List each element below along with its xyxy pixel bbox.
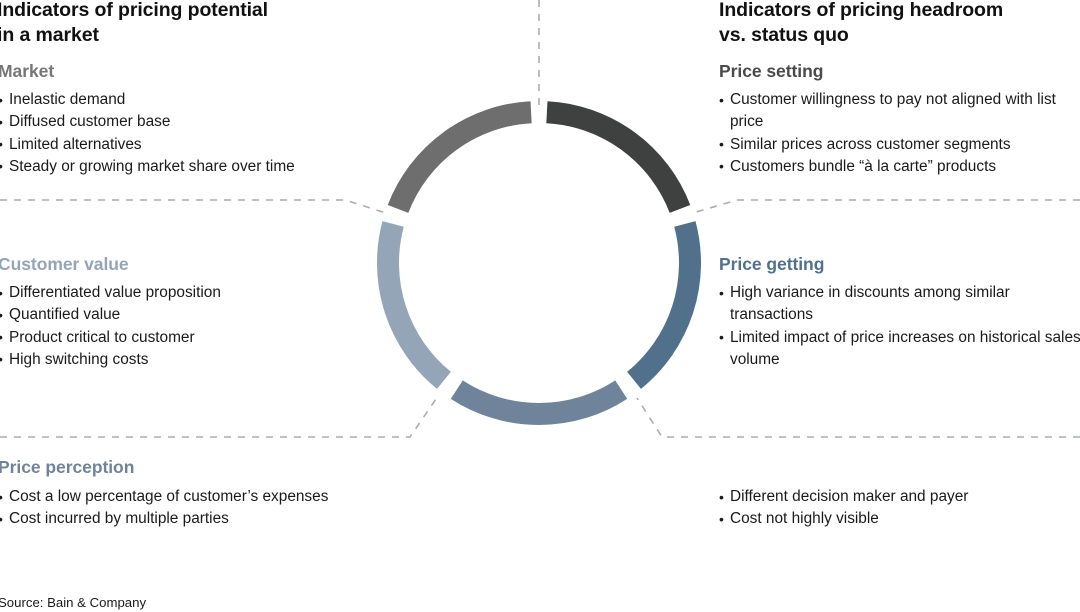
section-price-getting: Price getting High variance in discounts… (719, 253, 1080, 371)
bullet-list-customer-value: Differentiated value propositionQuantifi… (0, 281, 418, 371)
page-title-left-line1: Indicators of pricing potential (0, 0, 268, 21)
donut-segment-price-perception (450, 380, 628, 425)
page-title-left: Indicators of pricing potential in a mar… (0, 0, 427, 48)
list-item: Limited impact of price increases on his… (719, 326, 1080, 372)
section-market: Market Inelastic demandDiffused customer… (0, 60, 418, 178)
section-heading-market: Market (0, 61, 55, 81)
list-item: Similar prices across customer segments (719, 133, 1080, 156)
donut-ring (377, 101, 701, 425)
list-item: Steady or growing market share over time (0, 155, 418, 178)
divider-lower-right (636, 397, 1080, 438)
bullet-list-price-getting: High variance in discounts among similar… (719, 282, 1080, 371)
list-item: Limited alternatives (0, 133, 418, 156)
page-title-right-line1: Indicators of pricing headroom (719, 0, 1004, 21)
section-customer-value: Customer value Differentiated value prop… (0, 253, 418, 371)
section-price-setting: Price setting Customer willingness to pa… (719, 60, 1080, 178)
bullet-list-price-setting: Customer willingness to pay not aligned … (719, 89, 1080, 178)
bullet-list-price-perception: Cost a low percentage of customer’s expe… (0, 485, 468, 531)
divider-upper-left (0, 199, 387, 214)
page-title-right: Indicators of pricing headroom vs. statu… (719, 0, 1079, 48)
list-item: Cost a low percentage of customer’s expe… (0, 485, 468, 508)
donut-segment-price-getting (626, 221, 701, 389)
list-item: Different decision maker and payer (719, 485, 1080, 508)
section-heading-price-setting: Price setting (719, 61, 824, 81)
list-item: Customer willingness to pay not aligned … (719, 89, 1080, 134)
list-item: Cost not highly visible (719, 508, 1080, 531)
list-item: Customers bundle “à la carte” products (719, 155, 1080, 178)
page-title-left-line2: in a market (0, 24, 99, 46)
list-item: High switching costs (0, 348, 418, 371)
list-item: Cost incurred by multiple parties (0, 508, 468, 531)
donut-segment-price-setting (546, 101, 691, 214)
section-price-perception: Price perception Cost a low percentage o… (0, 456, 468, 531)
list-item: Quantified value (0, 304, 418, 327)
bullet-list-price-perception-right: Different decision maker and payerCost n… (719, 485, 1080, 531)
section-heading-price-getting: Price getting (719, 254, 825, 274)
divider-upper-right (692, 199, 1080, 214)
section-heading-price-perception: Price perception (0, 457, 135, 477)
list-item: Differentiated value proposition (0, 281, 418, 304)
section-heading-customer-value: Customer value (0, 254, 129, 274)
source-note: Source: Bain & Company (0, 595, 147, 610)
list-item: High variance in discounts among similar… (719, 282, 1080, 327)
list-item: Product critical to customer (0, 326, 418, 349)
list-item: Inelastic demand (0, 88, 418, 111)
list-item: Diffused customer base (0, 111, 418, 134)
section-price-perception-right: Different decision maker and payerCost n… (719, 485, 1080, 531)
bullet-list-market: Inelastic demandDiffused customer baseLi… (0, 88, 418, 178)
page-title-right-line2: vs. status quo (719, 24, 849, 46)
divider-lower-left (0, 395, 439, 438)
